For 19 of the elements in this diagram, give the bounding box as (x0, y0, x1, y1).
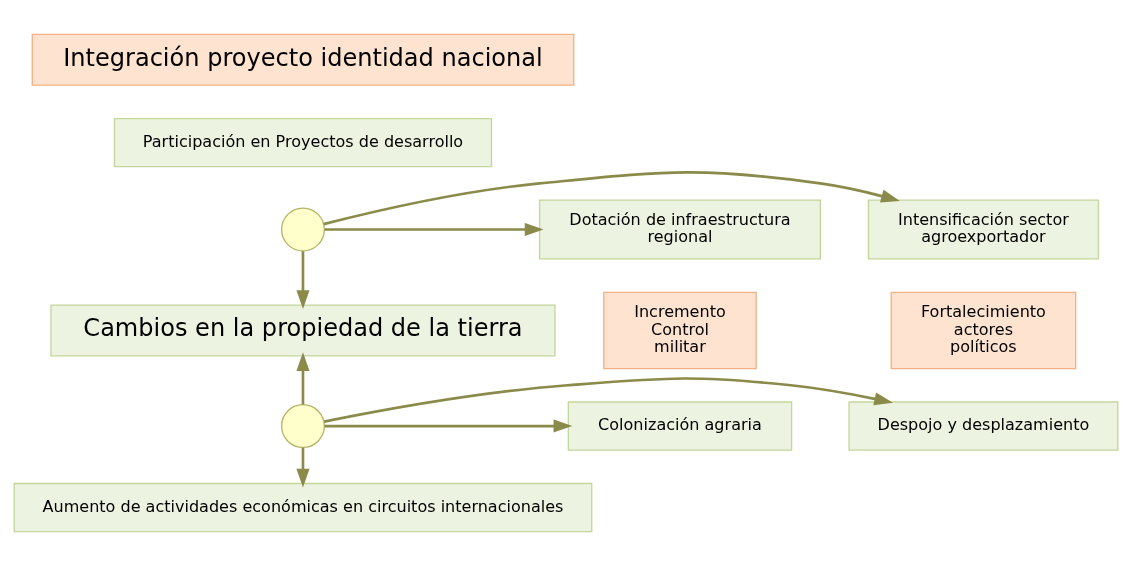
arrow (324, 222, 544, 237)
node-arrow (280, 403, 326, 449)
node-box: Aumento de actividades económicas en circuitos internacionales (13, 482, 593, 533)
node-box: Incremento Control militar (603, 291, 757, 370)
node-box: Intensificación sector agroexportador (867, 199, 1100, 260)
node-box: Integración proyecto identidad nacional (31, 33, 575, 86)
arrow (296, 251, 310, 310)
node-box: Participación en Proyectos de desarrollo (113, 117, 493, 168)
arrow (324, 419, 573, 433)
node-box: Dotación de infraestructura regional (538, 199, 821, 260)
node-box: Cambios en la propiedad de la tierra (50, 304, 556, 357)
arrow (323, 377, 894, 423)
node-arrow (280, 207, 326, 252)
arrow (323, 171, 900, 226)
node-box: Fortalecimiento actores políticos (890, 291, 1077, 370)
arrow (296, 352, 310, 405)
node-box: Colonización agraria (567, 401, 793, 451)
node-box: Despojo y desplazamiento (848, 401, 1119, 451)
arrow (296, 447, 310, 488)
